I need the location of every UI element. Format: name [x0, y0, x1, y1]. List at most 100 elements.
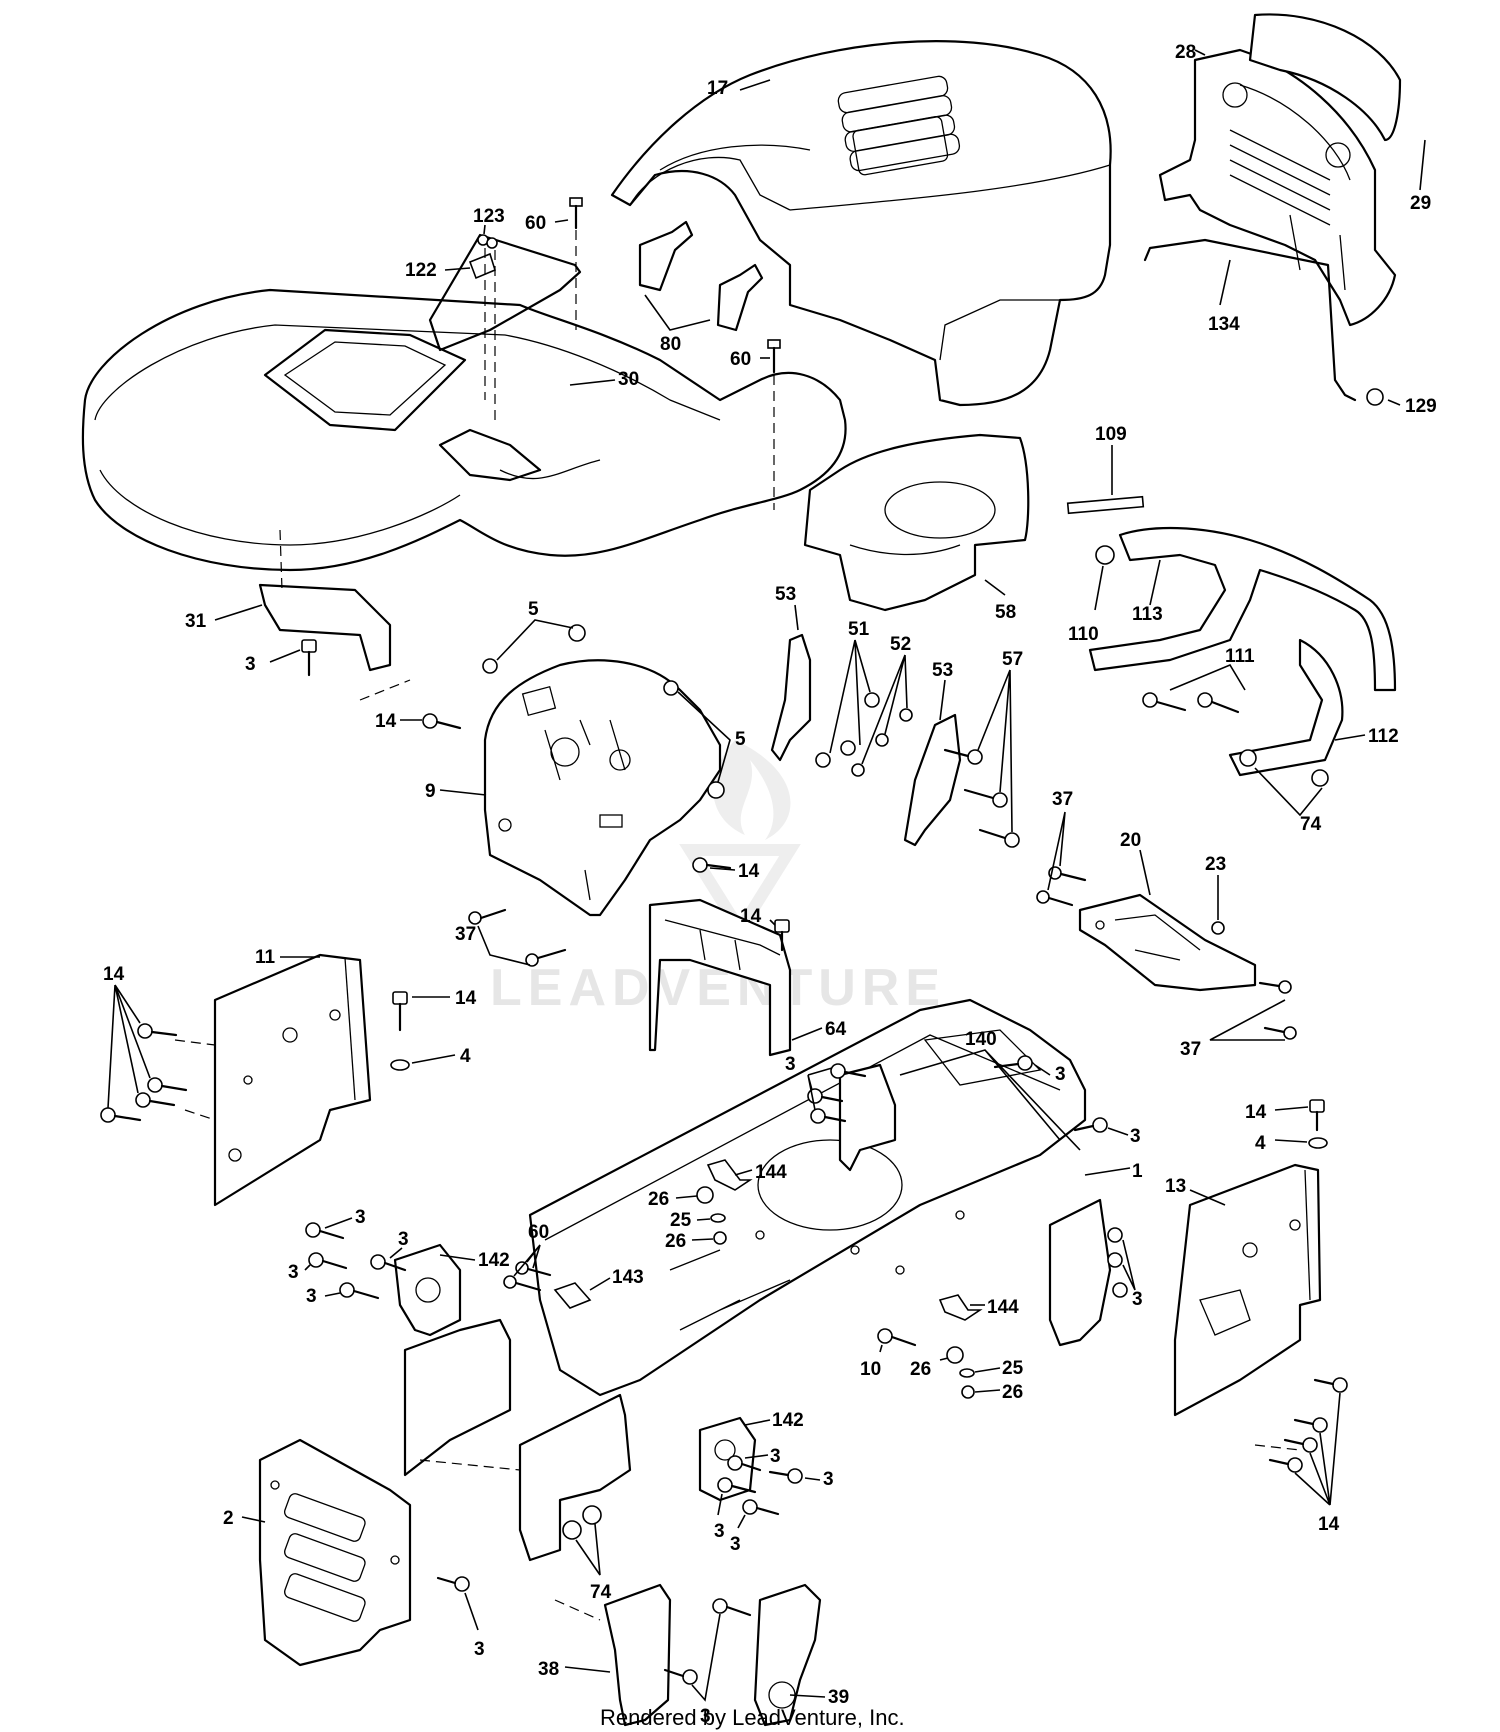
fender-part [81, 288, 847, 572]
callout-13: 13 [1165, 1176, 1186, 1197]
callout-5b: 5 [735, 729, 746, 750]
bolt-57a-part [943, 748, 983, 765]
callout-57: 57 [1002, 649, 1023, 670]
callout-1: 1 [1132, 1161, 1143, 1182]
callout-14e: 14 [455, 988, 477, 1009]
bolt-14a-part [422, 713, 462, 730]
plate-53a-part [770, 633, 812, 762]
callout-60b: 60 [730, 349, 751, 370]
callout-144a: 144 [755, 1162, 787, 1183]
bolt-60c1-part [503, 1275, 542, 1292]
grille-part [1158, 13, 1402, 327]
bolt-3g-part [308, 1252, 348, 1270]
bracket-31-part [258, 583, 392, 672]
bolt-3e-part [305, 1222, 345, 1240]
callout-112: 112 [1368, 726, 1399, 747]
callout-134: 134 [1208, 314, 1240, 335]
bolt-3b3-part [810, 1108, 847, 1124]
nut-26d-part [961, 1385, 975, 1399]
frame-rear-plate-part [1048, 1198, 1112, 1347]
callout-23: 23 [1205, 854, 1226, 875]
nut-51b-part [840, 740, 856, 756]
callout-111: 111 [1225, 646, 1255, 667]
nut-51c-part [864, 692, 880, 708]
bolt-14g2-part [1293, 1417, 1328, 1433]
washer-52a-part [851, 763, 865, 777]
bracket-64-part [648, 898, 792, 1057]
callout-4a: 4 [460, 1046, 471, 1067]
callout-2: 2 [223, 1508, 234, 1529]
bolt-14b-part [692, 857, 732, 873]
nut-5c-part [663, 680, 679, 696]
washer-4b-part [1308, 1137, 1328, 1149]
callout-80: 80 [660, 334, 681, 355]
bolt-14c-part [774, 919, 790, 952]
callout-26a: 26 [648, 1189, 669, 1210]
bolt-60b-part [767, 339, 781, 374]
screw-37d-part [1036, 890, 1074, 907]
bolt-3o1-part [712, 1598, 752, 1617]
bolt-57b-part [963, 788, 1008, 808]
bolt-14d3-part [135, 1092, 176, 1108]
callout-122: 122 [405, 260, 437, 281]
callout-140: 140 [965, 1029, 997, 1050]
callout-3n: 3 [474, 1639, 485, 1660]
callout-3j: 3 [770, 1446, 781, 1467]
callout-17: 17 [707, 78, 728, 99]
bolt-14g1-part [1313, 1377, 1348, 1393]
callout-9: 9 [425, 781, 436, 802]
panel-13-part [1173, 1163, 1322, 1417]
callout-4b: 4 [1255, 1133, 1266, 1154]
bolt-3d-part [1073, 1117, 1108, 1133]
bolt-111b-part [1197, 692, 1240, 714]
screw-37b-part [525, 948, 567, 967]
bracket-38-part [603, 1583, 672, 1727]
washer-25b-part [959, 1368, 975, 1378]
bolt-3b2-part [807, 1088, 844, 1104]
nut-5a-part [482, 658, 498, 674]
bolt-14d2-part [147, 1077, 188, 1093]
screw-37f-part [1263, 1026, 1297, 1040]
callout-38: 38 [538, 1659, 559, 1680]
bolt-3o2-part [663, 1668, 698, 1685]
bolt-3i-part [1107, 1227, 1128, 1298]
callout-110: 110 [1068, 624, 1099, 645]
callout-3c: 3 [1055, 1064, 1066, 1085]
callout-37a: 37 [455, 924, 476, 945]
bracket-143-part [553, 1282, 592, 1309]
callout-123: 123 [473, 206, 505, 227]
frame-front-rail-part [518, 1393, 632, 1562]
callout-142a: 142 [478, 1250, 510, 1271]
callout-3b: 3 [785, 1054, 796, 1075]
bolt-14d4-part [100, 1107, 142, 1123]
callout-39: 39 [828, 1687, 849, 1708]
callout-142b: 142 [772, 1410, 804, 1431]
screw-37a-part [468, 908, 507, 925]
callout-14b: 14 [738, 861, 760, 882]
washer-25a-part [710, 1213, 726, 1223]
bolt-3n-part [436, 1576, 470, 1592]
washer-52c-part [899, 708, 913, 722]
callout-20: 20 [1120, 830, 1141, 851]
clip-80a-part [638, 220, 694, 292]
callout-113: 113 [1132, 604, 1163, 625]
washer-52b-part [875, 733, 889, 747]
callout-26d: 26 [1002, 1382, 1023, 1403]
callout-53a: 53 [775, 584, 796, 605]
callout-3o: 3 [700, 1706, 711, 1727]
nut-23-part [1211, 921, 1225, 935]
callout-10: 10 [860, 1359, 881, 1380]
bracket-39-part [753, 1583, 822, 1727]
callout-64: 64 [825, 1019, 847, 1040]
clip-80b-part [716, 263, 764, 332]
bracket-144b-part [938, 1294, 983, 1321]
plate-2-part [258, 1438, 412, 1667]
callout-28: 28 [1175, 42, 1196, 63]
callout-31: 31 [185, 611, 207, 632]
panel-11-part [213, 953, 372, 1207]
bolt-14e-part [392, 991, 408, 1032]
bolt-14g3-part [1283, 1437, 1318, 1453]
callout-37c: 37 [1180, 1039, 1201, 1060]
bolt-3m-part [742, 1499, 780, 1516]
